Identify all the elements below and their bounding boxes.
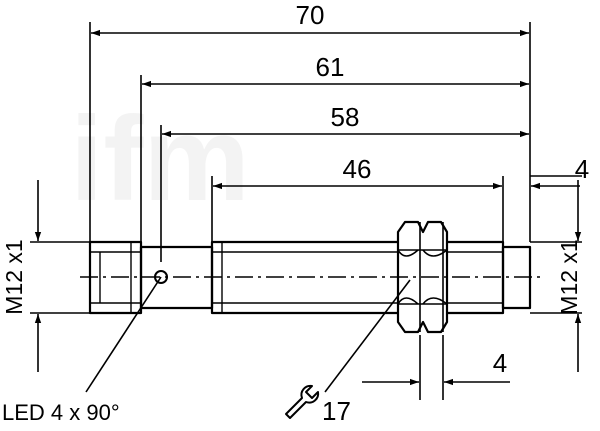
dim-46-label: 46 <box>343 154 372 184</box>
thread-left-label: M12 x1 <box>1 239 27 314</box>
wrench-icon <box>285 384 320 419</box>
dim-61-label: 61 <box>316 52 345 82</box>
dim-4-bottom-label: 4 <box>493 348 507 378</box>
led-label: LED 4 x 90° <box>2 400 120 425</box>
svg-text:ifm: ifm <box>70 92 250 226</box>
dim-70-label: 70 <box>296 0 325 30</box>
dim-58-label: 58 <box>331 102 360 132</box>
thread-right-label: M12 x1 <box>556 239 582 314</box>
leader-lines <box>85 276 411 393</box>
extension-lines <box>30 22 582 400</box>
watermark: ifm <box>70 92 250 226</box>
dim-4-top-label: 4 <box>575 154 589 184</box>
dimension-lines <box>34 29 582 386</box>
led-leader <box>85 276 162 393</box>
wrench-size-label: 17 <box>322 396 351 426</box>
wrench-leader <box>324 279 411 393</box>
